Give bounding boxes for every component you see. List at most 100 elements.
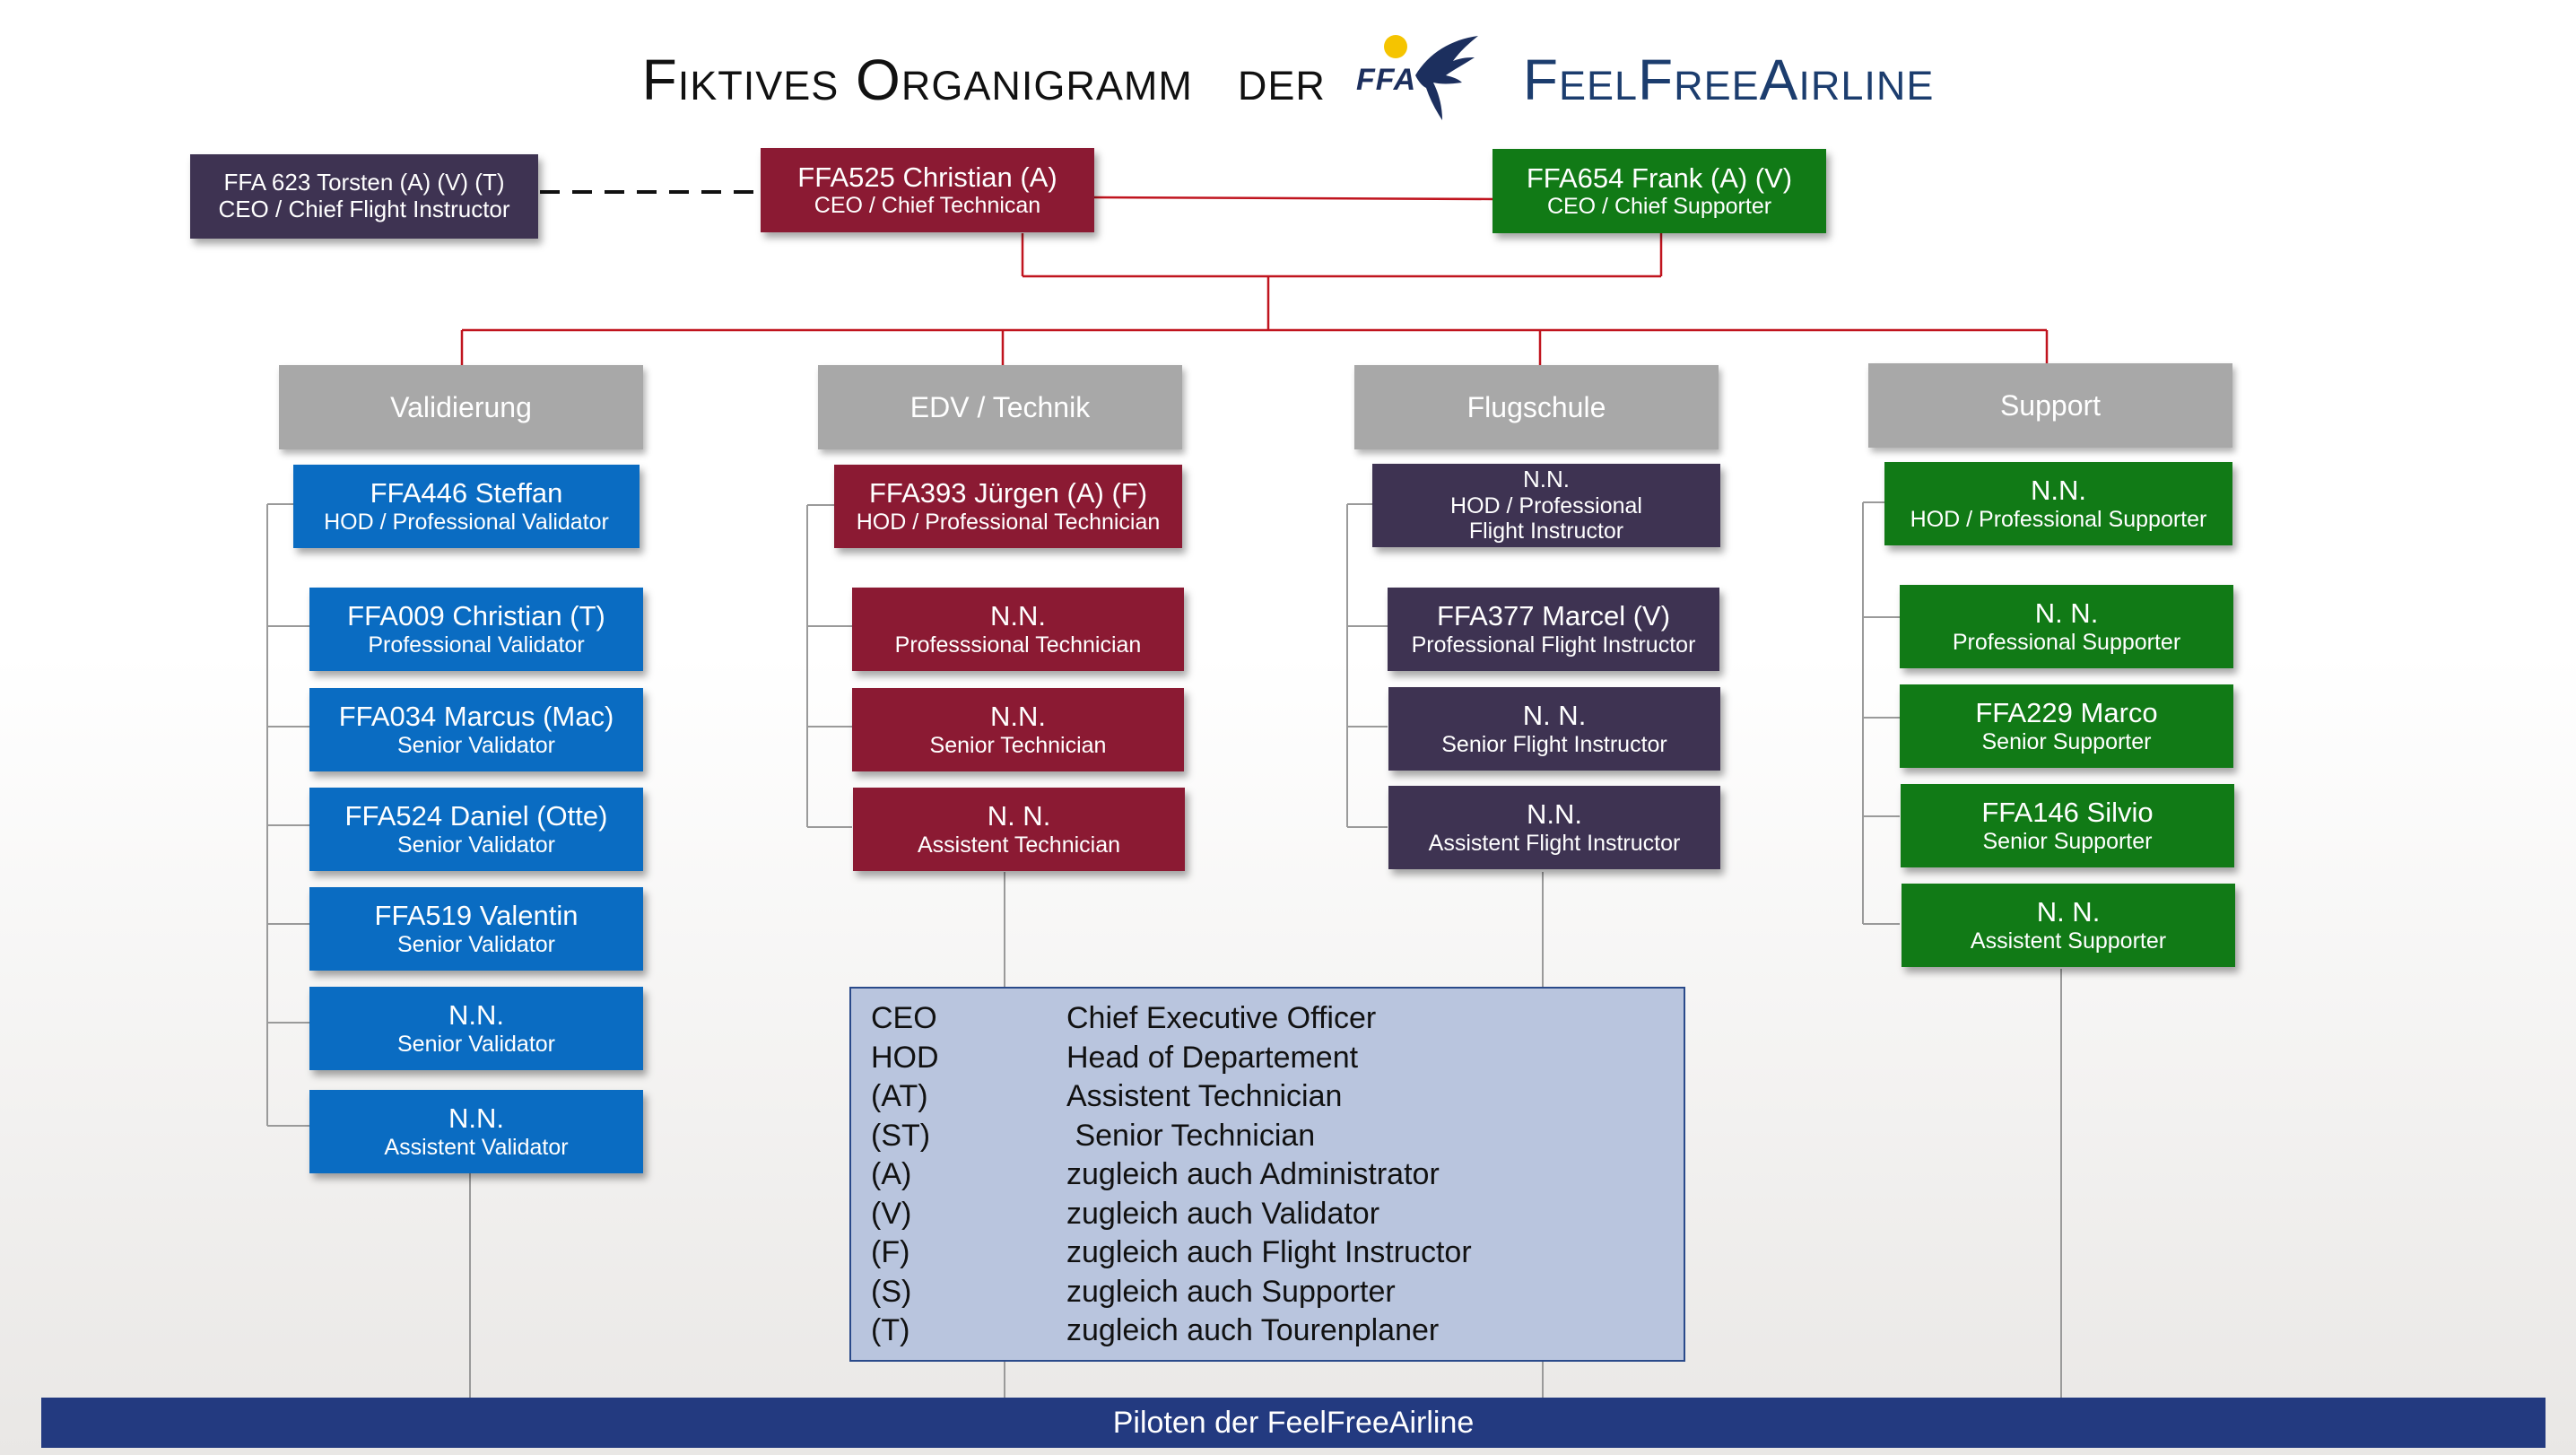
validierung-member-4[interactable]: FFA524 Daniel (Otte) Senior Validator [309, 788, 643, 871]
support-member-4[interactable]: FFA146 Silvio Senior Supporter [1901, 784, 2234, 867]
legend-abbr: (T) [871, 1313, 910, 1348]
title-part1: Fiktives Organigramm [641, 48, 1193, 112]
legend-abbr: HOD [871, 1040, 939, 1075]
title-part2: der [1237, 48, 1326, 112]
legend-row: HOD Head of Departement [871, 1039, 1684, 1078]
legend-row: (V) zugleich auch Validator [871, 1195, 1684, 1234]
edv-member-1[interactable]: FFA393 Jürgen (A) (F) HOD / Professional… [834, 465, 1182, 548]
member-role: Senior Validator [396, 1031, 556, 1057]
legend-text: Head of Departement [1066, 1040, 1359, 1075]
edv-member-4[interactable]: N. N. Assistent Technician [853, 788, 1185, 871]
member-role: Senior Validator [396, 931, 556, 957]
member-role: HOD / Professional Validator [324, 509, 609, 535]
ceo-christian-name: FFA525 Christian (A) [797, 161, 1057, 193]
legend-row: (ST) Senior Technician [871, 1117, 1684, 1156]
legend-row: (A) zugleich auch Administrator [871, 1155, 1684, 1195]
validierung-member-1[interactable]: FFA446 Steffan HOD / Professional Valida… [293, 465, 640, 548]
member-name: FFA446 Steffan [370, 477, 563, 510]
member-name: FFA229 Marco [1975, 697, 2158, 729]
member-name: N.N. [990, 600, 1046, 632]
legend-abbr: (AT) [871, 1079, 928, 1114]
member-name: FFA519 Valentin [374, 900, 579, 932]
member-role: Professsional Technician [894, 632, 1142, 658]
member-role: Professional Supporter [1952, 629, 2181, 655]
member-role: Senior Validator [396, 832, 556, 858]
validierung-member-5[interactable]: FFA519 Valentin Senior Validator [309, 887, 643, 971]
legend-abbr: (A) [871, 1157, 912, 1192]
member-name: FFA009 Christian (T) [347, 600, 605, 632]
legend-row: (S) zugleich auch Supporter [871, 1273, 1684, 1312]
validierung-member-7[interactable]: N.N. Assistent Validator [309, 1090, 643, 1173]
legend-text: zugleich auch Validator [1066, 1196, 1380, 1231]
member-role: Assistent Supporter [1970, 928, 2167, 954]
member-name: N.N. [1527, 798, 1582, 831]
edv-member-3[interactable]: N.N. Senior Technician [852, 688, 1184, 771]
member-role: Professional Validator [368, 632, 585, 658]
dept-header-flugschule[interactable]: Flugschule [1354, 365, 1719, 449]
support-member-2[interactable]: N. N. Professional Supporter [1900, 585, 2233, 668]
dept-header-support[interactable]: Support [1868, 363, 2232, 448]
member-role: Assistent Validator [384, 1134, 569, 1160]
legend-abbr: (V) [871, 1196, 912, 1231]
member-name: N.N. [1523, 465, 1570, 492]
member-name: FFA034 Marcus (Mac) [338, 701, 614, 733]
support-member-5[interactable]: N. N. Assistent Supporter [1902, 884, 2235, 967]
member-name: FFA377 Marcel (V) [1436, 600, 1671, 632]
legend-text: Senior Technician [1066, 1118, 1316, 1153]
support-member-1[interactable]: N.N. HOD / Professional Supporter [1884, 462, 2232, 545]
title-part3: FeelFreeAirline [1522, 48, 1935, 112]
member-name: FFA146 Silvio [1981, 797, 2154, 829]
flugschule-member-1[interactable]: N.N. HOD / Professional Flight Instructo… [1372, 464, 1720, 547]
member-name: FFA524 Daniel (Otte) [344, 800, 608, 832]
validierung-member-3[interactable]: FFA034 Marcus (Mac) Senior Validator [309, 688, 643, 771]
member-name: FFA393 Jürgen (A) (F) [868, 477, 1148, 510]
ceo-torsten-box[interactable]: FFA 623 Torsten (A) (V) (T) CEO / Chief … [190, 154, 538, 239]
pilots-footer-bar: Piloten der FeelFreeAirline [41, 1398, 2546, 1448]
dept-header-edv[interactable]: EDV / Technik [818, 365, 1182, 449]
ffa-logo: FFA [1353, 30, 1487, 129]
legend-text: zugleich auch Administrator [1066, 1157, 1440, 1192]
ceo-torsten-role: CEO / Chief Flight Instructor [218, 196, 510, 222]
legend-abbr: (ST) [871, 1118, 931, 1153]
member-role: Professional Flight Instructor [1411, 632, 1696, 658]
legend-abbr: (S) [871, 1274, 912, 1309]
member-name: N.N. [448, 1102, 504, 1135]
validierung-member-6[interactable]: N.N. Senior Validator [309, 987, 643, 1070]
legend-row: (F) zugleich auch Flight Instructor [871, 1233, 1684, 1273]
legend-row: (T) zugleich auch Tourenplaner [871, 1311, 1684, 1351]
member-name: N.N. [2031, 475, 2086, 507]
legend-text: zugleich auch Tourenplaner [1066, 1313, 1440, 1348]
support-member-3[interactable]: FFA229 Marco Senior Supporter [1900, 684, 2233, 768]
legend-text: Assistent Technician [1066, 1079, 1343, 1114]
svg-text:FFA: FFA [1356, 63, 1416, 97]
member-name: N.N. [990, 701, 1046, 733]
ceo-frank-name: FFA654 Frank (A) (V) [1526, 161, 1793, 194]
legend-text: zugleich auch Flight Instructor [1066, 1235, 1472, 1270]
member-name: N. N. [1522, 700, 1587, 732]
ceo-christian-role: CEO / Chief Technican [814, 193, 1041, 219]
member-role: Assistent Technician [917, 832, 1121, 858]
edv-member-2[interactable]: N.N. Professsional Technician [852, 588, 1184, 671]
member-name: N. N. [2034, 597, 2099, 630]
member-name: N.N. [448, 999, 504, 1032]
member-role: HOD / Professional Supporter [1910, 506, 2207, 532]
member-role: Assistent Flight Instructor [1428, 830, 1681, 856]
ceo-frank-box[interactable]: FFA654 Frank (A) (V) CEO / Chief Support… [1493, 149, 1826, 233]
flugschule-member-2[interactable]: FFA377 Marcel (V) Professional Flight In… [1388, 588, 1719, 671]
validierung-member-2[interactable]: FFA009 Christian (T) Professional Valida… [309, 588, 643, 671]
member-role: Senior Supporter [1982, 828, 2153, 854]
legend-abbr: (F) [871, 1235, 910, 1270]
member-role: Senior Supporter [1981, 728, 2152, 754]
flugschule-member-3[interactable]: N. N. Senior Flight Instructor [1388, 687, 1720, 771]
member-name: N. N. [987, 800, 1051, 832]
member-role: HOD / Professional Flight Instructor [1450, 492, 1642, 545]
member-role: Senior Technician [929, 732, 1107, 758]
legend-text: zugleich auch Supporter [1066, 1274, 1396, 1309]
ceo-christian-box[interactable]: FFA525 Christian (A) CEO / Chief Technic… [761, 148, 1094, 232]
dept-header-validierung[interactable]: Validierung [279, 365, 643, 449]
legend-row: (AT) Assistent Technician [871, 1077, 1684, 1117]
flugschule-member-4[interactable]: N.N. Assistent Flight Instructor [1388, 786, 1720, 869]
page-title: Fiktives Organigramm der FFA FeelFreeAir… [0, 35, 2576, 120]
